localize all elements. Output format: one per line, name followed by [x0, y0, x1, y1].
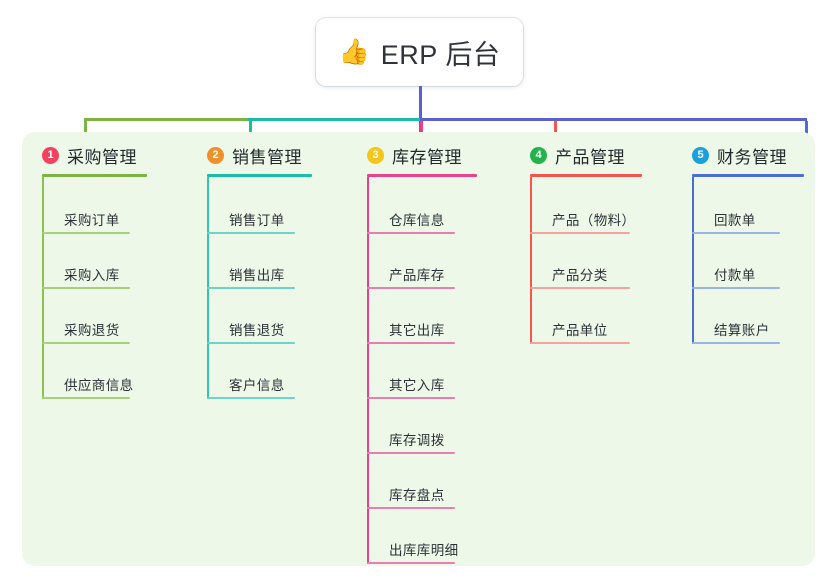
branch-header-rule-1 [42, 174, 147, 177]
branch-item-label: 库存调拨 [389, 433, 445, 448]
branch-header-5[interactable]: 5 财务管理 [692, 143, 787, 168]
branch-title-4: 产品管理 [555, 148, 625, 167]
branch-item[interactable]: 产品库存 [367, 234, 467, 289]
branch-item-rule [530, 342, 630, 344]
branch-badge-3: 3 [367, 147, 384, 164]
connector-bus-segment-1 [84, 118, 250, 121]
branch-item-rule [42, 232, 130, 234]
branch-spine-4 [530, 177, 532, 344]
branch-item[interactable]: 销售出库 [207, 234, 307, 289]
branch-header-rule-4 [530, 174, 642, 177]
branch-item-rule [367, 562, 455, 564]
branch-badge-1: 1 [42, 147, 59, 164]
branch-item[interactable]: 回款单 [692, 179, 792, 234]
branch-item-label: 销售退货 [229, 323, 285, 338]
branch-item[interactable]: 销售退货 [207, 289, 307, 344]
branch-header-4[interactable]: 4 产品管理 [530, 143, 625, 168]
branch-item[interactable]: 产品（物料） [530, 179, 635, 234]
branch-title-2: 销售管理 [232, 148, 302, 167]
connector-bus-segment-2 [248, 118, 422, 121]
branch-item-label: 产品分类 [552, 268, 608, 283]
branch-item[interactable]: 其它出库 [367, 289, 467, 344]
branch-item-label: 出库库明细 [389, 543, 459, 558]
branch-item[interactable]: 采购入库 [42, 234, 142, 289]
branches-panel [22, 132, 815, 566]
branch-item[interactable]: 客户信息 [207, 344, 307, 399]
branch-item[interactable]: 出库库明细 [367, 509, 467, 564]
branch-item-rule [42, 397, 130, 399]
branch-item[interactable]: 库存盘点 [367, 454, 467, 509]
branch-badge-5: 5 [692, 147, 709, 164]
branch-item-label: 采购退货 [64, 323, 120, 338]
branch-item-rule [207, 287, 295, 289]
branch-item[interactable]: 仓库信息 [367, 179, 467, 234]
branch-item-label: 回款单 [714, 213, 756, 228]
root-node-erp-backend[interactable]: 👍 ERP 后台 [316, 18, 523, 86]
branch-item-rule [367, 507, 455, 509]
branch-item-rule [207, 232, 295, 234]
branch-item-label: 销售出库 [229, 268, 285, 283]
branch-item-label: 其它出库 [389, 323, 445, 338]
branch-item-label: 供应商信息 [64, 378, 134, 393]
branch-spine-3 [367, 177, 369, 564]
branch-title-5: 财务管理 [717, 148, 787, 167]
branch-item-label: 客户信息 [229, 378, 285, 393]
connector-root-stem [419, 86, 422, 148]
branch-header-2[interactable]: 2 销售管理 [207, 143, 302, 168]
branch-title-1: 采购管理 [67, 148, 137, 167]
branch-item-label: 产品（物料） [552, 213, 636, 228]
branch-item-rule [530, 232, 630, 234]
branch-item[interactable]: 产品分类 [530, 234, 630, 289]
branch-item[interactable]: 采购订单 [42, 179, 142, 234]
branch-header-rule-3 [367, 174, 477, 177]
connector-bus-segment-3 [420, 118, 807, 121]
branch-item[interactable]: 销售订单 [207, 179, 307, 234]
thumbs-up-icon: 👍 [338, 37, 370, 66]
branch-item-label: 仓库信息 [389, 213, 445, 228]
branch-item-rule [207, 397, 295, 399]
branch-item-rule [692, 287, 780, 289]
root-node-content: 👍 ERP 后台 [339, 33, 501, 72]
branch-title-3: 库存管理 [392, 148, 462, 167]
branch-header-rule-2 [207, 174, 312, 177]
branch-item-label: 库存盘点 [389, 488, 445, 503]
branch-item-rule [367, 232, 455, 234]
branch-item-rule [42, 342, 130, 344]
branch-badge-2: 2 [207, 147, 224, 164]
root-node-title: ERP 后台 [380, 39, 501, 70]
branch-header-3[interactable]: 3 库存管理 [367, 143, 462, 168]
branch-item-rule [367, 342, 455, 344]
branch-item-label: 采购入库 [64, 268, 120, 283]
branch-item-label: 产品单位 [552, 323, 608, 338]
branch-item-label: 结算账户 [714, 323, 770, 338]
branch-item-label: 销售订单 [229, 213, 285, 228]
branch-item-label: 其它入库 [389, 378, 445, 393]
branch-item-rule [367, 452, 455, 454]
branch-item-rule [367, 287, 455, 289]
branch-item[interactable]: 采购退货 [42, 289, 142, 344]
branch-item-rule [692, 342, 780, 344]
branch-item[interactable]: 结算账户 [692, 289, 792, 344]
branch-item-rule [692, 232, 780, 234]
branch-item-rule [367, 397, 455, 399]
branch-item-label: 采购订单 [64, 213, 120, 228]
branch-spine-5 [692, 177, 694, 344]
branch-item-rule [42, 287, 130, 289]
branch-header-1[interactable]: 1 采购管理 [42, 143, 137, 168]
branch-item[interactable]: 付款单 [692, 234, 792, 289]
branch-item-rule [530, 287, 630, 289]
branch-item[interactable]: 其它入库 [367, 344, 467, 399]
branch-item-label: 产品库存 [389, 268, 445, 283]
branch-item[interactable]: 产品单位 [530, 289, 630, 344]
branch-item[interactable]: 库存调拨 [367, 399, 467, 454]
branch-item[interactable]: 供应商信息 [42, 344, 142, 399]
branch-item-label: 付款单 [714, 268, 756, 283]
branch-badge-4: 4 [530, 147, 547, 164]
branch-item-rule [207, 342, 295, 344]
branch-header-rule-5 [692, 174, 804, 177]
